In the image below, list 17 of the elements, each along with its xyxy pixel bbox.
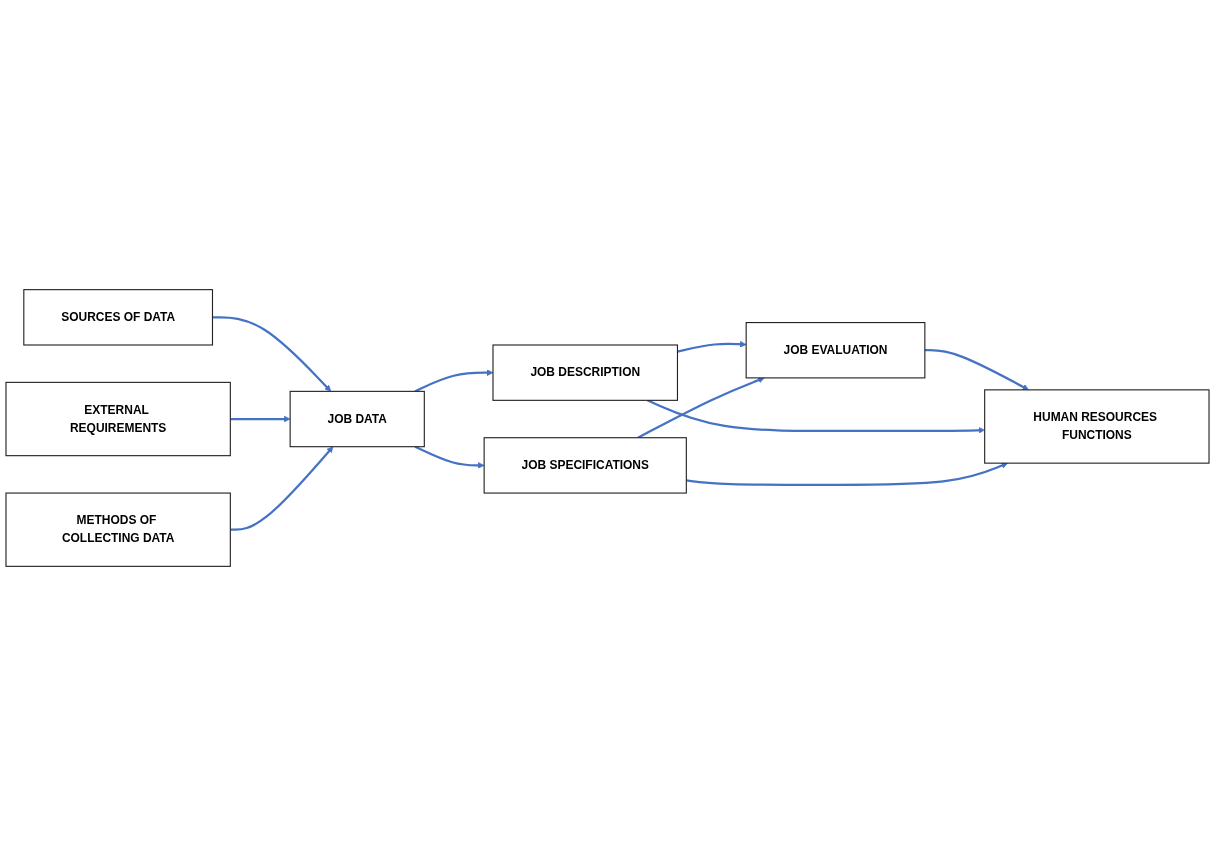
- node-box: METHODS OF COLLECTING DATA: [5, 492, 231, 567]
- arrow: [414, 445, 485, 469]
- arrow: [924, 349, 1029, 391]
- arrow: [212, 316, 332, 392]
- node-box: JOB DATA: [289, 390, 425, 448]
- node-box: JOB EVALUATION: [745, 322, 926, 379]
- node-box: JOB SPECIFICATIONS: [483, 437, 687, 494]
- arrow: [230, 446, 334, 531]
- arrow: [646, 399, 985, 434]
- node-box: EXTERNAL REQUIREMENTS: [5, 381, 231, 457]
- arrow: [677, 340, 747, 353]
- node-box: JOB DESCRIPTION: [492, 344, 679, 401]
- arrow: [637, 377, 765, 439]
- node-box: HUMAN RESOURCES FUNCTIONS: [984, 389, 1210, 464]
- node-box: SOURCES OF DATA: [23, 289, 214, 346]
- arrow: [686, 462, 1008, 486]
- arrow: [230, 415, 291, 423]
